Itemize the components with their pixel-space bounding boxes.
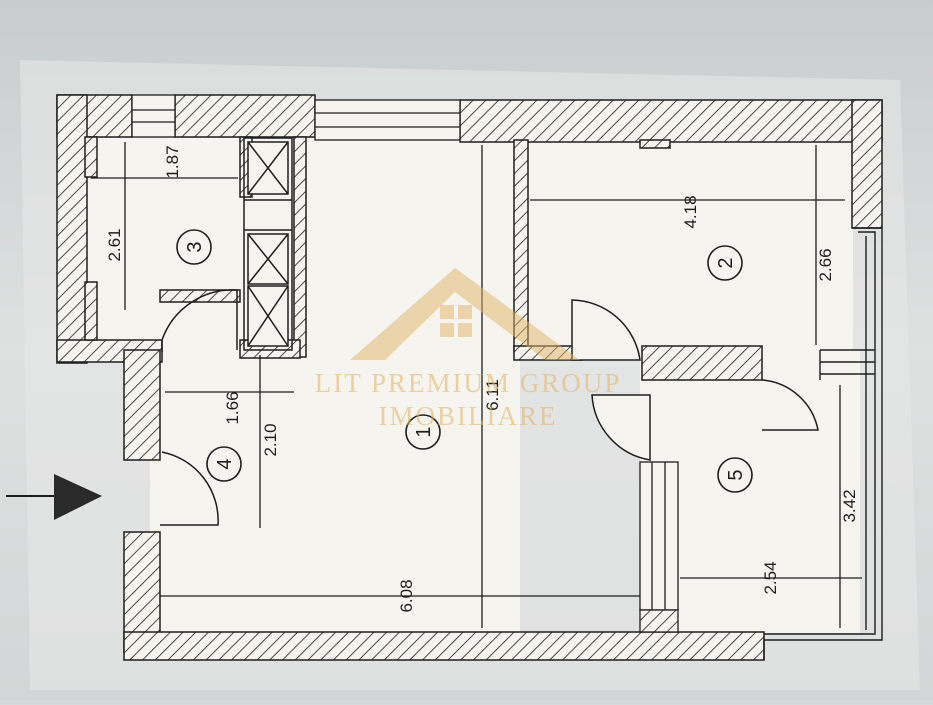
room-2-circle [707,245,743,281]
room-4-circle [206,446,242,482]
room-3-label: 3 [184,241,206,252]
dim-6-11: 6.11 [483,379,502,411]
window-partition-1-5 [639,461,679,633]
ventilation-shafts [243,137,293,351]
wall-room3-corner [84,136,98,178]
watermark: LIT PREMIUM GROUP IMOBILIARE [315,268,622,431]
dim-1-66: 1.66 [223,391,242,424]
door-room2 [571,299,641,361]
door-entrance [160,451,219,526]
wall-notch [639,139,671,149]
wall-room3-sep [159,289,241,303]
wall-partition-2-5 [641,345,763,381]
walls [56,94,883,661]
watermark-line2: IMOBILIARE [379,401,558,431]
dim-2-10: 2.10 [261,423,280,456]
wall-room3-lower [84,281,98,341]
doors [160,289,819,526]
watermark-line1: LIT PREMIUM GROUP [315,368,622,398]
window-room3 [131,94,176,138]
room-4-label: 4 [214,458,236,469]
room-3-circle [176,229,212,265]
wall-shaft-side [293,136,307,358]
wall-left-room3 [56,94,88,364]
door-room3 [161,289,238,352]
room-number-labels: 3 4 1 2 5 [184,241,747,480]
door-balcony [761,379,819,431]
room-1-label: 1 [413,426,435,437]
wall-right-room2 [851,99,883,229]
wall-top-right [459,99,883,143]
dim-2-61: 2.61 [105,228,124,261]
dim-3-42: 3.42 [840,489,859,522]
window-room1 [314,99,461,141]
room-5-label: 5 [725,469,747,480]
wall-left-room4 [123,349,161,461]
wall-bottom [123,631,765,661]
dim-2-54: 2.54 [761,561,780,594]
dim-2-66: 2.66 [816,248,835,281]
room-2-label: 2 [715,257,737,268]
entrance-arrow-icon [6,474,102,520]
room-1-circle [405,414,441,450]
wall-top-mid [174,94,316,138]
watermark-roof-icon [350,268,580,360]
balcony-frame [763,227,883,660]
dim-6-08: 6.08 [397,579,416,612]
dimension-lines [91,142,862,628]
room-numbers [176,229,753,493]
dim-4-18: 4.18 [681,195,700,228]
dimension-labels: 1.87 2.61 1.66 2.10 6.11 6.08 4.18 2.66 … [105,145,859,612]
windows-top [131,94,461,141]
dim-1-87: 1.87 [163,145,182,178]
door-room5 [591,394,651,461]
room-5-circle [717,457,753,493]
